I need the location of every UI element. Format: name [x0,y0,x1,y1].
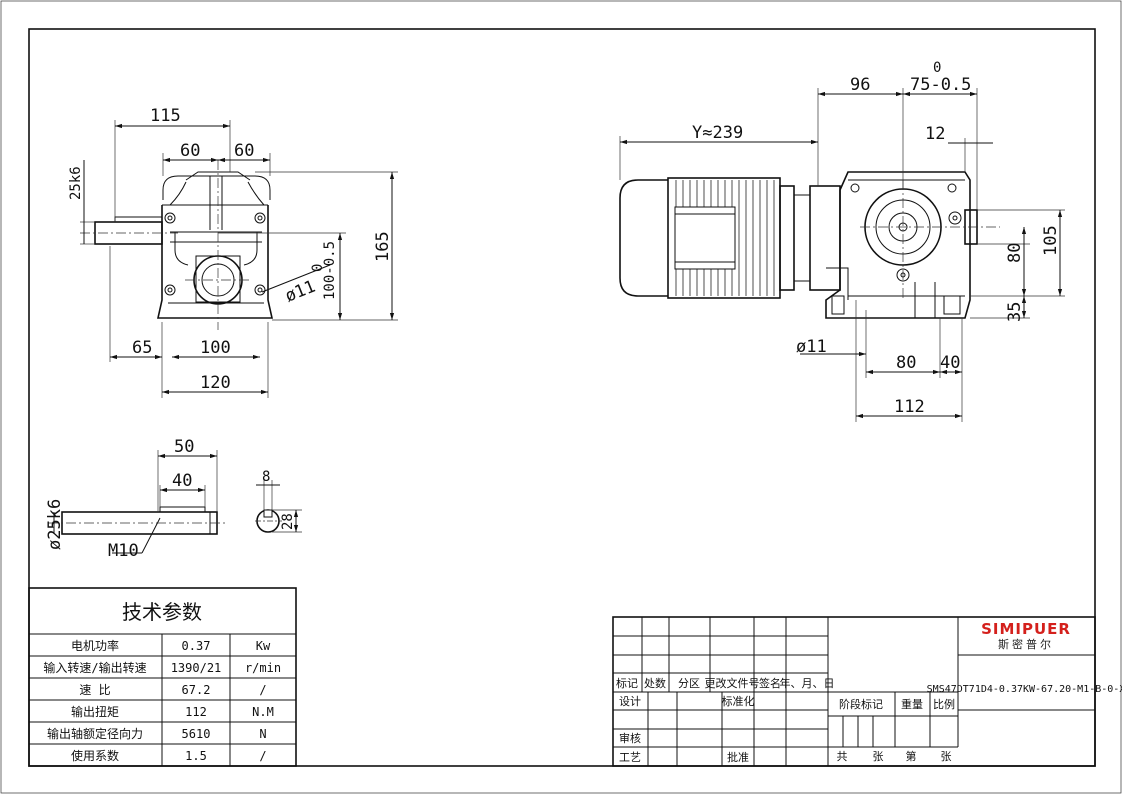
param-label: 输入转速/输出转速 [43,660,146,675]
company-logo: SIMIPUER [981,620,1071,638]
param-value: 1.5 [185,749,207,763]
tb-weight: 重量 [901,697,923,711]
tb-page: 第 [906,749,917,763]
param-value: 67.2 [182,683,211,697]
dim-28: 28 [280,513,296,530]
tb-scale: 比例 [933,697,955,711]
dim-40: 40 [172,471,192,491]
dim-dia-25k6: ø25k6 [45,499,65,550]
tb-header-zone: 分区 [678,677,700,690]
param-unit: N.M [252,705,274,719]
dim-50: 50 [174,437,194,457]
param-label: 速 比 [79,683,110,697]
param-unit: N [259,727,266,741]
dim-40-side: 40 [940,353,960,373]
dim-120: 120 [200,373,231,393]
param-value: 0.37 [182,639,211,653]
dim-key-8: 8 [262,469,270,485]
drawing-border [28,28,1096,767]
tb-process: 工艺 [619,751,641,764]
dim-60-right: 60 [234,141,254,161]
dim-35: 35 [1005,302,1025,322]
tb-stage-mark: 阶段标记 [839,697,883,711]
dim-shaft-25k6: 25k6 [68,166,84,200]
title-block: 标记 处数 分区 更改文件号 签名 年、月、日 设计 标准化 审核 工艺 批准 … [612,616,1122,767]
dim-hole-11: ø11 [282,277,318,307]
dim-75-tol-upper: 0 [933,60,941,76]
dim-12: 12 [925,124,945,144]
dim-80: 80 [896,353,916,373]
dim-105: 105 [1041,225,1061,256]
front-view: 115 60 60 25k6 165 100-0.5 0 ø11 65 100 [68,106,398,398]
dim-80-vertical: 80 [1005,243,1025,263]
dim-100: 100 [200,338,231,358]
dim-motor-length: Y≈239 [692,123,743,143]
tb-approve: 批准 [727,750,749,764]
param-label: 使用系数 [71,748,119,763]
tb-sheets-2: 张 [941,750,952,763]
company-logo-cn: 斯密普尔 [998,637,1054,651]
param-value: 112 [185,705,207,719]
dim-100-tol: 100-0.5 [322,241,338,300]
dim-65: 65 [132,338,152,358]
tb-total: 共 [837,750,848,763]
dim-60-left: 60 [180,141,200,161]
tech-params-title: 技术参数 [122,600,202,624]
tb-design: 设计 [619,695,641,708]
tb-header-count: 处数 [644,677,666,690]
param-unit: / [259,683,266,697]
dim-112: 112 [894,397,925,417]
param-label: 输出轴额定径向力 [47,726,143,741]
dim-hole-11-side: ø11 [796,337,827,357]
tb-standardize: 标准化 [722,694,755,708]
side-view: Y≈239 96 75-0.5 0 12 105 80 35 ø11 80 [619,60,1065,422]
dim-100-tol-upper: 0 [310,264,326,272]
dim-75-tol: 75-0.5 [910,75,971,95]
tb-header-signature: 签名 [759,676,781,690]
shaft-detail-view: 50 40 ø25k6 M10 8 28 [45,437,302,561]
dim-96: 96 [850,75,870,95]
param-unit: / [259,749,266,763]
param-unit: Kw [256,639,271,653]
param-unit: r/min [245,661,281,675]
tb-header-mark: 标记 [616,676,638,690]
tb-review: 审核 [619,731,641,745]
model-number: SMS47DT71D4-0.37KW-67.20-M1-B-0-X [927,684,1122,695]
tech-params-table: 技术参数 电机功率 0.37 Kw 输入转速/输出转速 1390/21 r/mi… [28,587,297,767]
tb-header-date: 年、月、日 [780,676,835,690]
tb-sheets: 张 [873,750,884,763]
param-label: 输出扭矩 [71,704,119,719]
param-value: 5610 [182,727,211,741]
thread-m10: M10 [108,541,139,561]
dim-165: 165 [373,231,393,262]
param-value: 1390/21 [171,661,222,675]
tb-header-change-doc: 更改文件号 [705,676,760,690]
dim-115: 115 [150,106,181,126]
param-label: 电机功率 [71,638,119,653]
